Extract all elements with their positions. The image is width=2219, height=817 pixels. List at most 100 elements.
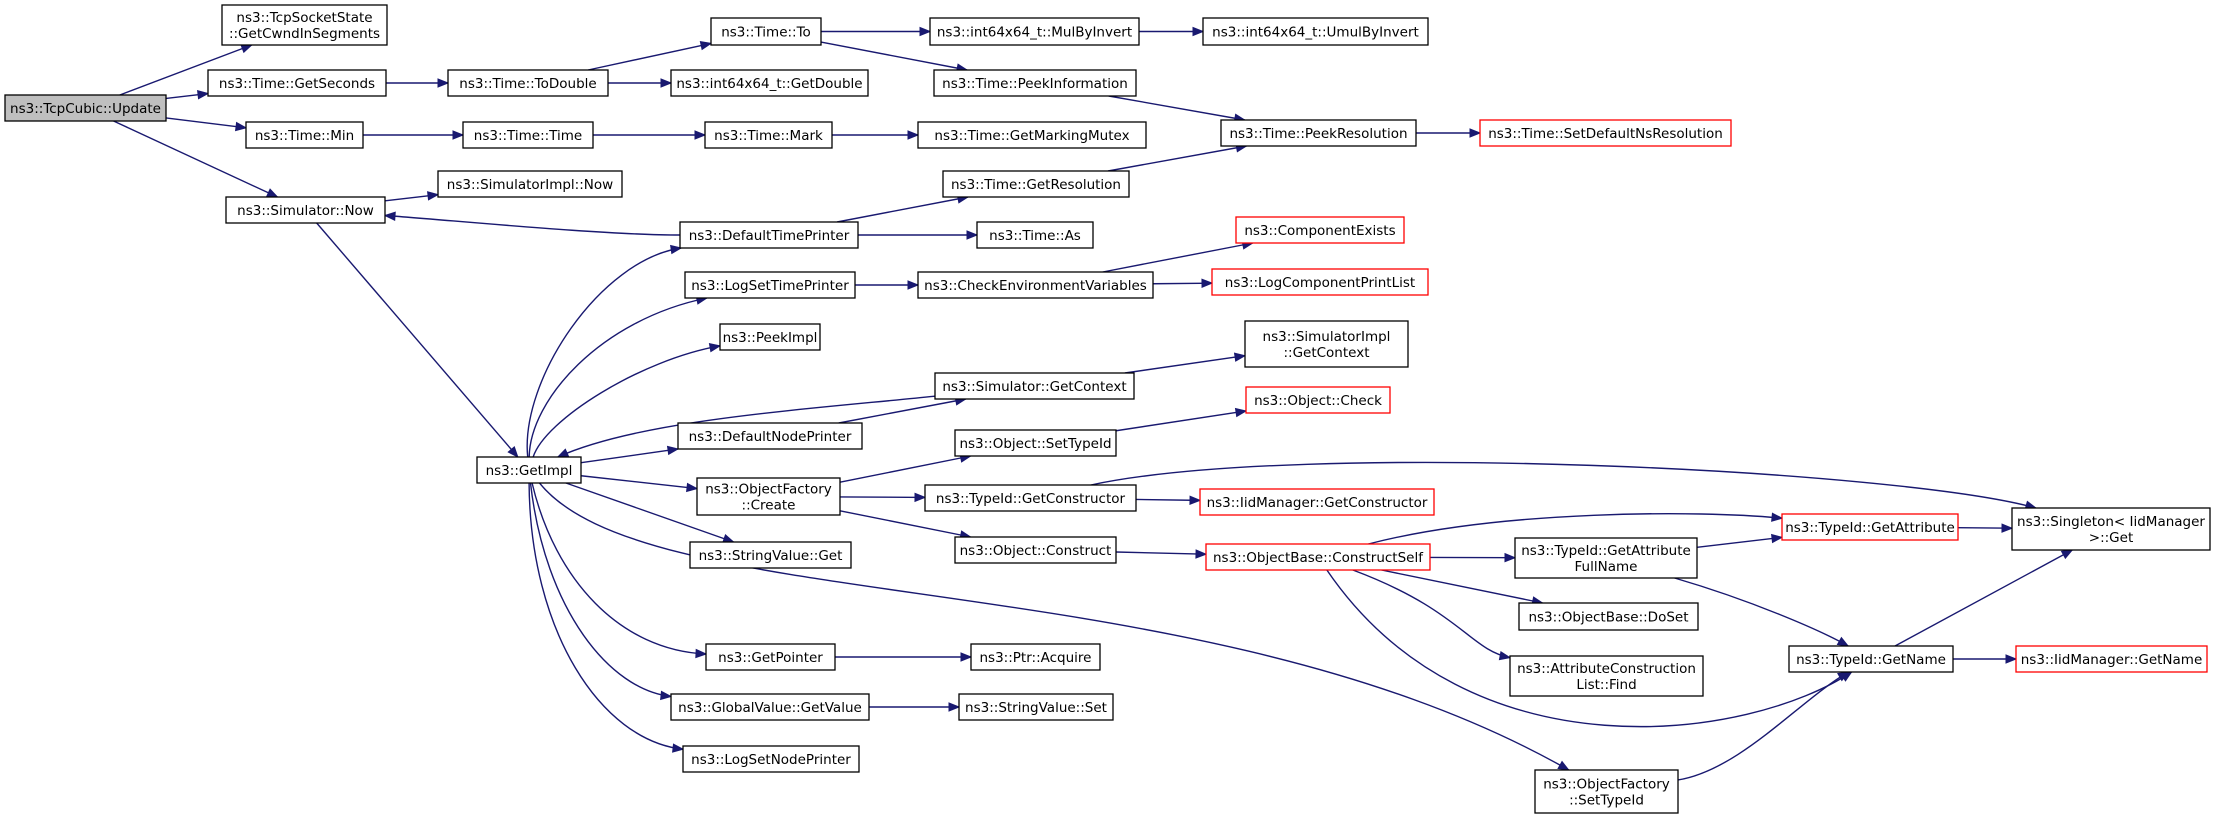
node-box[interactable] xyxy=(1220,119,1417,147)
node-box[interactable] xyxy=(1479,119,1732,147)
node-box[interactable] xyxy=(2015,645,2208,673)
node-box[interactable] xyxy=(934,372,1135,400)
node-stringget[interactable]: ns3::StringValue::Get xyxy=(689,541,852,569)
node-box[interactable] xyxy=(2011,507,2211,551)
node-box[interactable] xyxy=(684,271,856,299)
node-box[interactable] xyxy=(225,196,386,224)
node-getimpl[interactable]: ns3::GetImpl xyxy=(476,456,582,484)
node-box[interactable] xyxy=(710,17,822,46)
node-simgetctx[interactable]: ns3::Simulator::GetContext xyxy=(934,372,1135,400)
node-defnodeprinter[interactable]: ns3::DefaultNodePrinter xyxy=(677,422,863,450)
node-box[interactable] xyxy=(942,170,1130,198)
node-getcwnd[interactable]: ns3::TcpSocketState::GetCwndInSegments xyxy=(221,4,388,46)
node-box[interactable] xyxy=(1199,488,1435,516)
node-box[interactable] xyxy=(933,69,1137,97)
node-box[interactable] xyxy=(917,271,1154,299)
node-markingmutex[interactable]: ns3::Time::GetMarkingMutex xyxy=(917,121,1147,149)
node-box[interactable] xyxy=(1788,645,1954,673)
node-simnow[interactable]: ns3::Simulator::Now xyxy=(225,196,386,224)
node-stringset[interactable]: ns3::StringValue::Set xyxy=(958,693,1114,721)
node-singleton[interactable]: ns3::Singleton< IidManager >::Get xyxy=(2011,507,2211,551)
node-objconstruct[interactable]: ns3::Object::Construct xyxy=(954,536,1117,564)
node-simimplnow[interactable]: ns3::SimulatorImpl::Now xyxy=(437,170,623,198)
node-box[interactable] xyxy=(677,422,863,450)
node-getattr[interactable]: ns3::TypeId::GetAttribute xyxy=(1781,513,1959,541)
node-box[interactable] xyxy=(1509,655,1704,697)
node-deftimeprinter[interactable]: ns3::DefaultTimePrinter xyxy=(679,221,859,249)
node-typeidgetname[interactable]: ns3::TypeId::GetName xyxy=(1788,645,1954,673)
node-box[interactable] xyxy=(1244,320,1409,368)
node-box[interactable] xyxy=(679,221,859,249)
node-box[interactable] xyxy=(670,69,869,97)
node-box[interactable] xyxy=(670,693,870,721)
node-box[interactable] xyxy=(970,643,1101,671)
node-setdefres[interactable]: ns3::Time::SetDefaultNsResolution xyxy=(1479,119,1732,147)
node-box[interactable] xyxy=(719,323,821,351)
node-box[interactable] xyxy=(1245,386,1391,414)
node-box[interactable] xyxy=(437,170,623,198)
node-box[interactable] xyxy=(954,429,1117,457)
node-simimplctx[interactable]: ns3::SimulatorImpl::GetContext xyxy=(1244,320,1409,368)
node-mulbyinvert[interactable]: ns3::int64x64_t::MulByInvert xyxy=(929,17,1140,46)
node-box[interactable] xyxy=(689,541,852,569)
node-peekimpl[interactable]: ns3::PeekImpl xyxy=(719,323,821,351)
node-objfactcreate[interactable]: ns3::ObjectFactory::Create xyxy=(696,477,841,516)
node-box[interactable] xyxy=(954,536,1117,564)
node-timemark[interactable]: ns3::Time::Mark xyxy=(704,121,833,149)
node-box[interactable] xyxy=(976,221,1094,249)
node-lognodeprinter[interactable]: ns3::LogSetNodePrinter xyxy=(682,745,860,773)
node-box[interactable] xyxy=(1514,537,1698,579)
node-checkenv[interactable]: ns3::CheckEnvironmentVariables xyxy=(917,271,1154,299)
node-box[interactable] xyxy=(1211,268,1429,296)
node-timeas[interactable]: ns3::Time::As xyxy=(976,221,1094,249)
node-compexists[interactable]: ns3::ComponentExists xyxy=(1235,216,1405,244)
node-gvgetvalue[interactable]: ns3::GlobalValue::GetValue xyxy=(670,693,870,721)
node-box[interactable] xyxy=(221,4,388,46)
node-timemin[interactable]: ns3::Time::Min xyxy=(245,121,364,149)
node-peekres[interactable]: ns3::Time::PeekResolution xyxy=(1220,119,1417,147)
node-logsettime[interactable]: ns3::LogSetTimePrinter xyxy=(684,271,856,299)
node-box[interactable] xyxy=(1518,602,1699,631)
node-box[interactable] xyxy=(1781,513,1959,541)
node-box[interactable] xyxy=(1235,216,1405,244)
node-iidgetname[interactable]: ns3::IidManager::GetName xyxy=(2015,645,2208,673)
node-getseconds[interactable]: ns3::Time::GetSeconds xyxy=(207,69,387,97)
node-box[interactable] xyxy=(1534,769,1679,814)
node-doset[interactable]: ns3::ObjectBase::DoSet xyxy=(1518,602,1699,631)
node-box[interactable] xyxy=(476,456,582,484)
node-getdouble[interactable]: ns3::int64x64_t::GetDouble xyxy=(670,69,869,97)
node-logcomplist[interactable]: ns3::LogComponentPrintList xyxy=(1211,268,1429,296)
node-box[interactable] xyxy=(4,94,167,122)
node-getpointer[interactable]: ns3::GetPointer xyxy=(705,643,836,671)
node-typeidgetctor[interactable]: ns3::TypeId::GetConstructor xyxy=(924,484,1137,512)
node-box[interactable] xyxy=(447,69,609,97)
node-box[interactable] xyxy=(682,745,860,773)
node-timetime[interactable]: ns3::Time::Time xyxy=(462,121,594,149)
node-box[interactable] xyxy=(1205,543,1431,571)
node-iidgetctor[interactable]: ns3::IidManager::GetConstructor xyxy=(1199,488,1435,516)
node-box[interactable] xyxy=(1202,17,1429,46)
node-box[interactable] xyxy=(958,693,1114,721)
node-box[interactable] xyxy=(207,69,387,97)
node-box[interactable] xyxy=(462,121,594,149)
node-box[interactable] xyxy=(924,484,1137,512)
node-objfactsettypeid[interactable]: ns3::ObjectFactory::SetTypeId xyxy=(1534,769,1679,814)
node-box[interactable] xyxy=(245,121,364,149)
node-box[interactable] xyxy=(696,477,841,516)
node-getres[interactable]: ns3::Time::GetResolution xyxy=(942,170,1130,198)
node-objcheck[interactable]: ns3::Object::Check xyxy=(1245,386,1391,414)
node-box[interactable] xyxy=(705,643,836,671)
node-peekinfo[interactable]: ns3::Time::PeekInformation xyxy=(933,69,1137,97)
node-box[interactable] xyxy=(917,121,1147,149)
node-constructself[interactable]: ns3::ObjectBase::ConstructSelf xyxy=(1205,543,1431,571)
node-box[interactable] xyxy=(929,17,1140,46)
node-box[interactable] xyxy=(704,121,833,149)
node-todouble[interactable]: ns3::Time::ToDouble xyxy=(447,69,609,97)
node-timeto[interactable]: ns3::Time::To xyxy=(710,17,822,46)
node-root[interactable]: ns3::TcpCubic::Update xyxy=(4,94,167,122)
node-umulbyinvert[interactable]: ns3::int64x64_t::UmulByInvert xyxy=(1202,17,1429,46)
node-ptracquire[interactable]: ns3::Ptr::Acquire xyxy=(970,643,1101,671)
node-objsettypeid[interactable]: ns3::Object::SetTypeId xyxy=(954,429,1117,457)
